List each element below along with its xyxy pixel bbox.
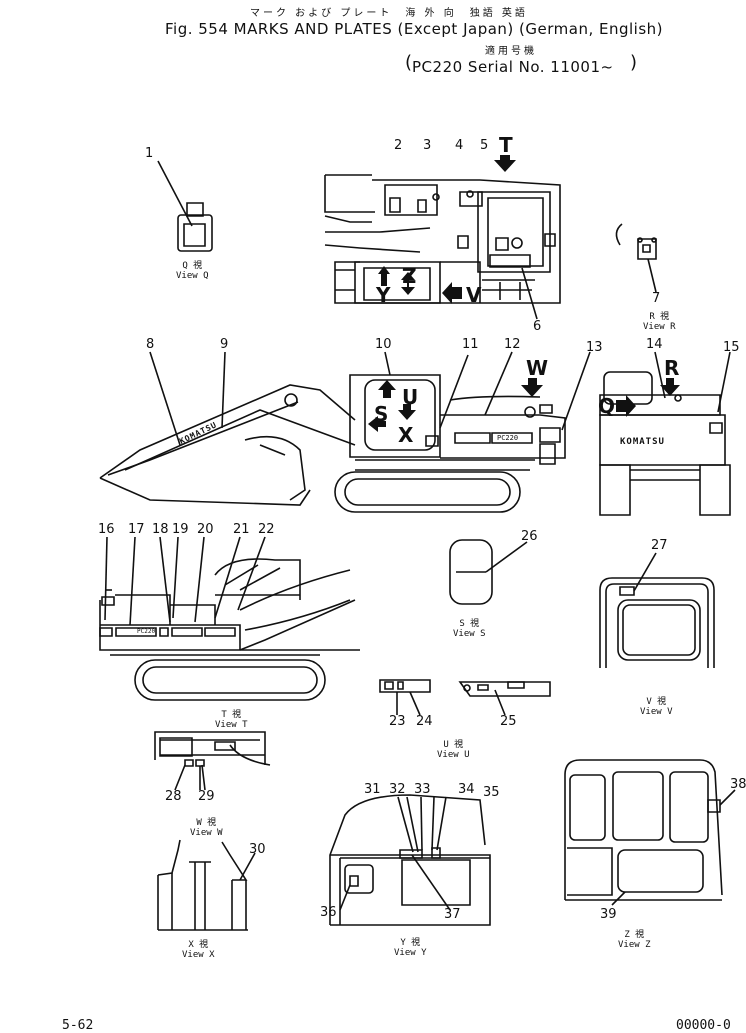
arrow-w-icon	[521, 378, 543, 397]
callout-21: 21	[233, 522, 250, 537]
callout-4: 4	[455, 138, 464, 153]
letter-u: U	[402, 385, 419, 409]
callout-27: 27	[651, 538, 668, 553]
t-model-decal: PC220	[137, 628, 156, 635]
view-r-drawing	[616, 224, 656, 292]
callout-39: 39	[600, 907, 617, 922]
serial-paren-left: (	[405, 52, 413, 73]
callout-17: 17	[128, 522, 145, 537]
callout-34: 34	[458, 782, 475, 797]
callout-26: 26	[521, 529, 538, 544]
letter-r: R	[664, 356, 680, 380]
letter-v: V	[466, 283, 482, 307]
view-t-drawing	[100, 537, 360, 700]
callout-10: 10	[375, 337, 392, 352]
letter-w: W	[526, 356, 549, 380]
view-z-drawing	[565, 760, 735, 905]
callout-3: 3	[423, 138, 432, 153]
serial-line: PC220 Serial No. 11001~	[412, 58, 614, 76]
callout-38: 38	[730, 777, 746, 792]
letter-y: Y	[376, 283, 391, 307]
view-w-drawing	[155, 732, 270, 790]
callout-14: 14	[646, 337, 663, 352]
callout-24: 24	[416, 714, 433, 729]
callout-23: 23	[389, 714, 406, 729]
rear-komatsu-decal: KOMATSU	[620, 437, 665, 447]
arrow-r-icon	[660, 378, 680, 396]
rear-view-drawing	[600, 352, 730, 515]
header-jp-line-1: マーク および プレート 海 外 向 独語 英語	[250, 8, 528, 19]
callout-31: 31	[364, 782, 381, 797]
callout-15: 15	[723, 340, 740, 355]
callout-33: 33	[414, 782, 431, 797]
view-s-drawing	[450, 540, 527, 604]
callout-9: 9	[220, 337, 229, 352]
view-u-drawing	[380, 680, 550, 715]
letter-s: S	[374, 402, 389, 426]
view-x-drawing	[158, 840, 255, 930]
arrow-t-icon	[494, 155, 516, 172]
callout-37: 37	[444, 907, 461, 922]
figure-title: Fig. 554 MARKS AND PLATES (Except Japan)…	[165, 20, 663, 38]
callout-12: 12	[504, 337, 521, 352]
callout-19: 19	[172, 522, 189, 537]
callout-28: 28	[165, 789, 182, 804]
view-y-drawing	[330, 795, 490, 925]
callout-2: 2	[394, 138, 403, 153]
callout-6: 6	[533, 319, 542, 334]
letter-z: Z	[402, 263, 417, 287]
view-q-drawing	[158, 161, 212, 251]
callout-1: 1	[145, 146, 154, 161]
view-v-drawing	[600, 553, 714, 668]
arrow-y-icon	[378, 266, 390, 286]
callout-8: 8	[146, 337, 155, 352]
callout-29: 29	[198, 789, 215, 804]
callout-20: 20	[197, 522, 214, 537]
callout-30: 30	[249, 842, 266, 857]
callout-32: 32	[389, 782, 406, 797]
callout-35: 35	[483, 785, 500, 800]
header-jp-line-2: 適用号機	[485, 46, 537, 57]
callout-36: 36	[320, 905, 337, 920]
arrow-v-icon	[442, 282, 462, 304]
side-view-drawing	[100, 352, 590, 512]
arrow-u-down-icon	[398, 404, 416, 420]
callout-25: 25	[500, 714, 517, 729]
arrow-s-up-icon	[378, 380, 396, 398]
letter-t: T	[499, 133, 513, 157]
letter-x: X	[398, 423, 414, 447]
letter-q: Q	[598, 394, 616, 418]
side-model-decal: PC220	[497, 434, 519, 442]
callout-13: 13	[586, 340, 603, 355]
callout-18: 18	[152, 522, 169, 537]
arrow-z-icon	[401, 272, 415, 295]
callout-5: 5	[480, 138, 489, 153]
callout-7: 7	[652, 291, 661, 306]
top-view-drawing	[325, 175, 560, 319]
callout-22: 22	[258, 522, 275, 537]
arrow-s-left-icon	[368, 416, 386, 432]
callout-11: 11	[462, 337, 479, 352]
arrow-q-icon	[616, 395, 636, 417]
callout-16: 16	[98, 522, 115, 537]
page-number-right: 00000-0	[676, 1018, 731, 1033]
serial-paren-right: )	[630, 52, 638, 73]
page-number-left: 5-62	[62, 1018, 94, 1033]
